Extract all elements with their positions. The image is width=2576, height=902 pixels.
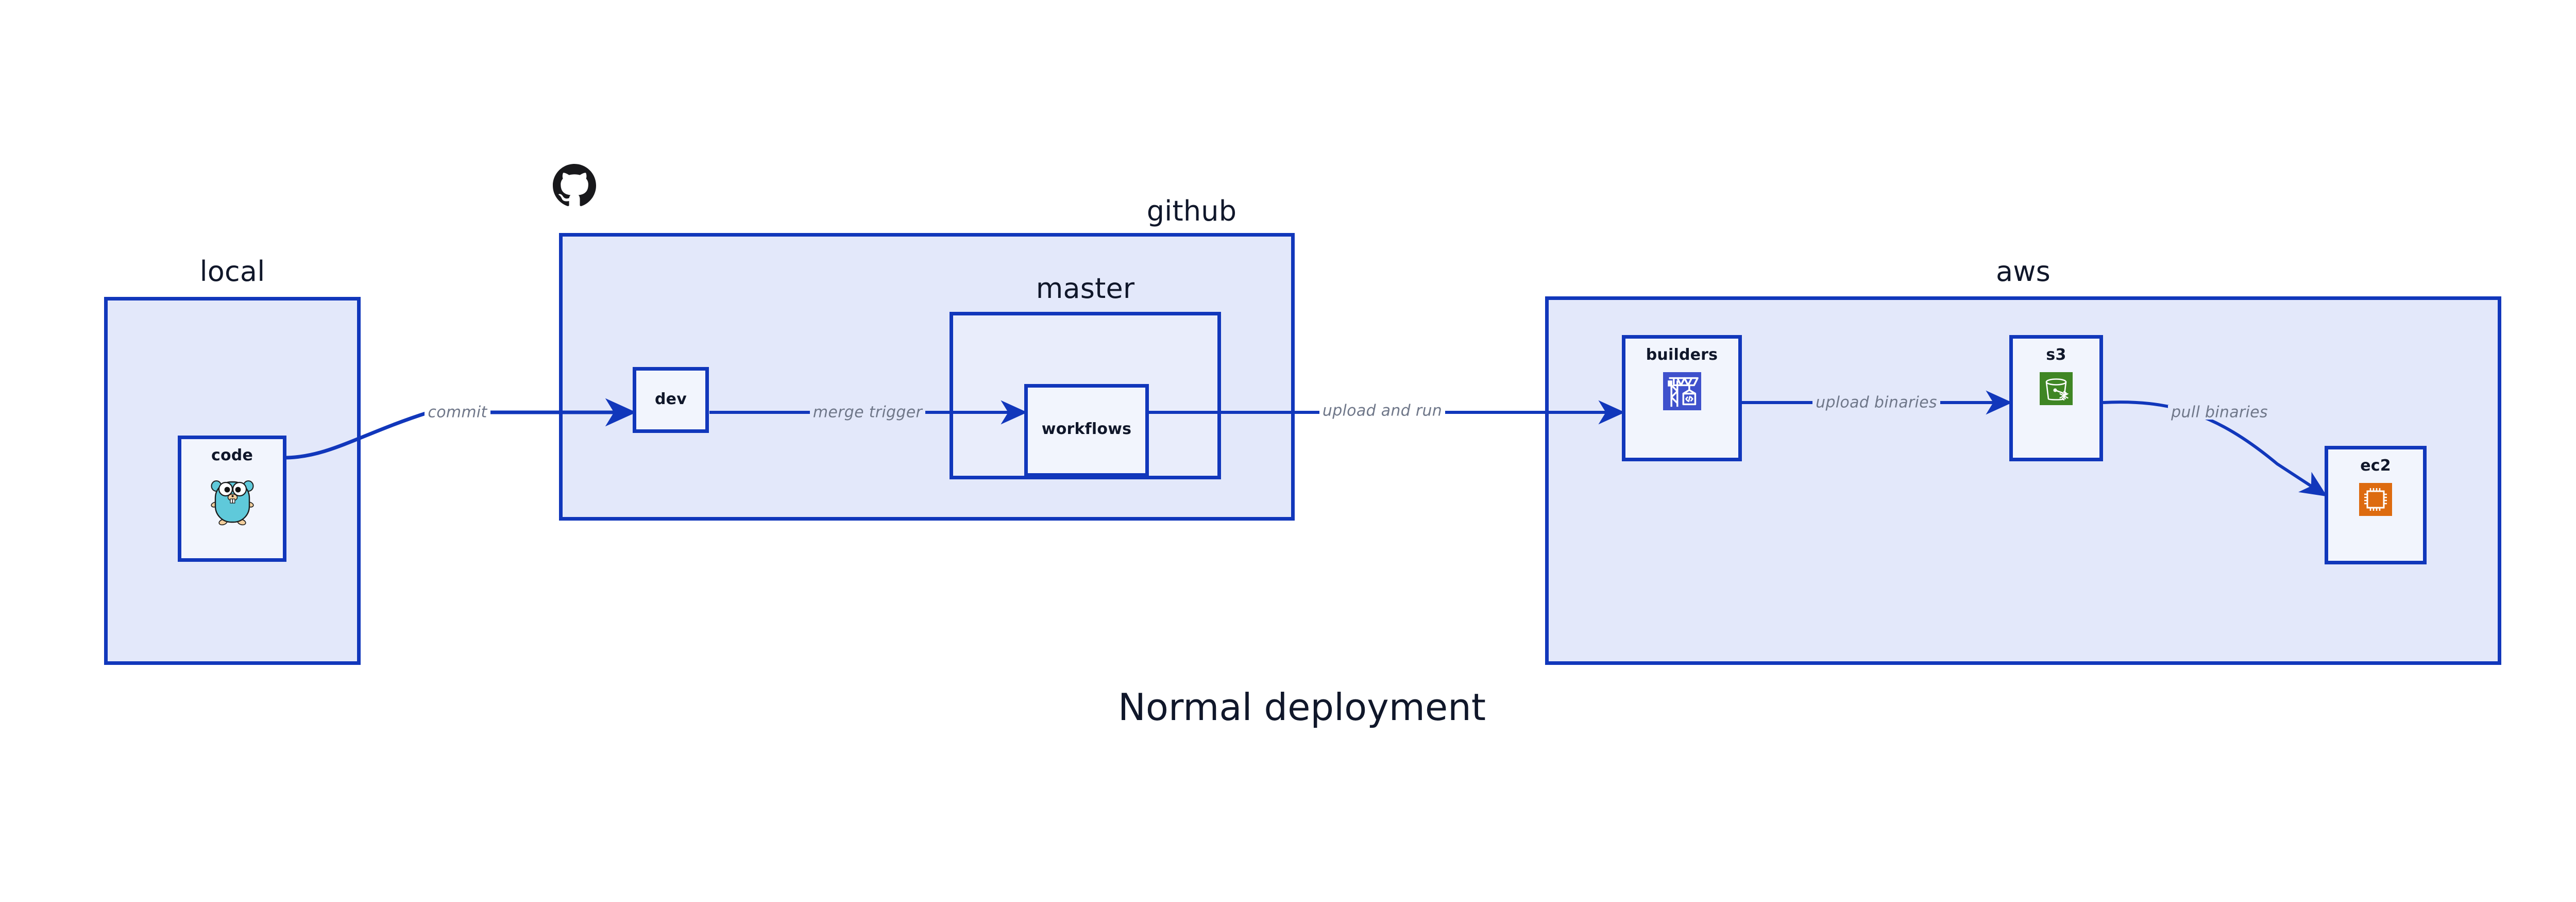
diagram-caption: Normal deployment [0,686,2576,729]
node-dev[interactable]: dev [633,367,709,433]
edge-label-code-to-dev: commit [428,403,487,422]
node-label-workflows: workflows [1041,420,1132,438]
group-label-aws: aws [1996,255,2050,288]
node-workflows[interactable]: workflows [1024,384,1149,477]
diagram-caption-text: Normal deployment [1117,686,1486,729]
node-code[interactable]: code [178,436,286,562]
aws-s3-glacier-bucket-icon [2040,372,2073,405]
group-label-master: master [1036,272,1135,305]
group-label-github: github [1146,195,1237,227]
node-label-builders: builders [1646,346,1718,364]
node-ec2[interactable]: ec2 [2325,446,2427,564]
node-label-ec2: ec2 [2360,457,2391,475]
aws-ec2-chip-icon [2359,483,2392,516]
edge-label-workflows-to-builders: upload and run [1322,402,1443,420]
go-gopher-icon [210,473,255,526]
edge-label-builders-to-s3: upload binaries [1816,393,1937,412]
aws-builders-crane-icon [1663,372,1701,410]
node-label-dev: dev [655,390,687,408]
edge-label-s3-to-ec2: pull binaries [2171,403,2268,422]
node-s3[interactable]: s3 [2009,335,2103,461]
group-label-local: local [199,255,265,288]
github-octocat-logo [553,164,596,207]
node-label-s3: s3 [2046,346,2066,364]
edge-label-dev-to-workflows: merge trigger [812,403,923,422]
node-builders[interactable]: builders [1622,335,1742,461]
node-label-code: code [211,446,253,464]
